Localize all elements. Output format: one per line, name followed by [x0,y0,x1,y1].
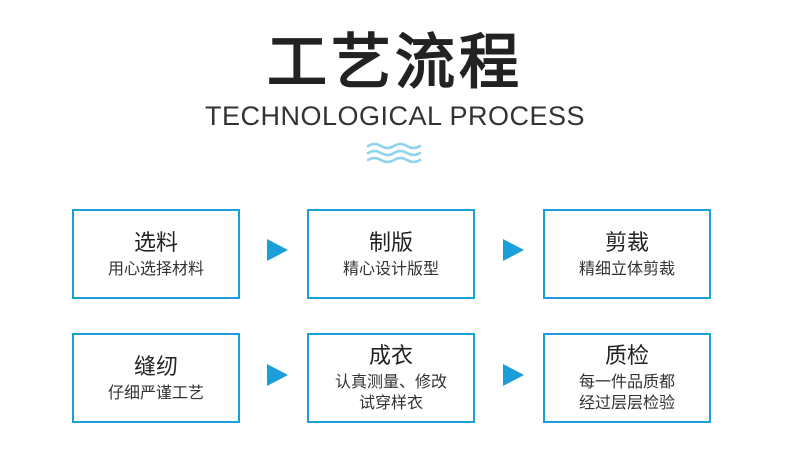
step-title: 质检 [604,344,649,369]
step-card-4: 缝纫 仔细严谨工艺 [72,333,240,423]
step-desc-line: 每一件品质都 [578,372,675,391]
step-card-6: 质检 每一件品质都 经过层层检验 [543,333,711,423]
step-desc-line: 试穿样衣 [358,393,423,412]
step-desc: 精细立体剪裁 [578,258,675,278]
step-desc: 仔细严谨工艺 [107,382,204,402]
step-title: 缝纫 [133,354,178,380]
wave-icon [366,142,422,164]
step-card-1: 选料 用心选择材料 [72,209,240,299]
step-card-3: 剪裁 精细立体剪裁 [543,209,711,299]
step-title: 成衣 [368,344,413,369]
step-title: 剪裁 [604,230,649,256]
arrow-right-icon [503,364,524,386]
page-title: 工艺流程 [267,28,523,98]
step-card-5: 成衣 认真测量、修改 试穿样衣 [307,333,475,423]
arrow-right-icon [267,239,288,261]
page-subtitle: TECHNOLOGICAL PROCESS [204,101,586,131]
arrow-right-icon [267,364,288,386]
step-desc-line: 认真测量、修改 [334,372,447,391]
step-title: 选料 [133,230,178,256]
step-desc-line: 经过层层检验 [578,393,675,412]
step-desc: 精心设计版型 [342,258,439,278]
step-card-2: 制版 精心设计版型 [307,209,475,299]
step-title: 制版 [368,230,413,256]
step-desc: 用心选择材料 [107,258,204,278]
arrow-right-icon [503,239,524,261]
